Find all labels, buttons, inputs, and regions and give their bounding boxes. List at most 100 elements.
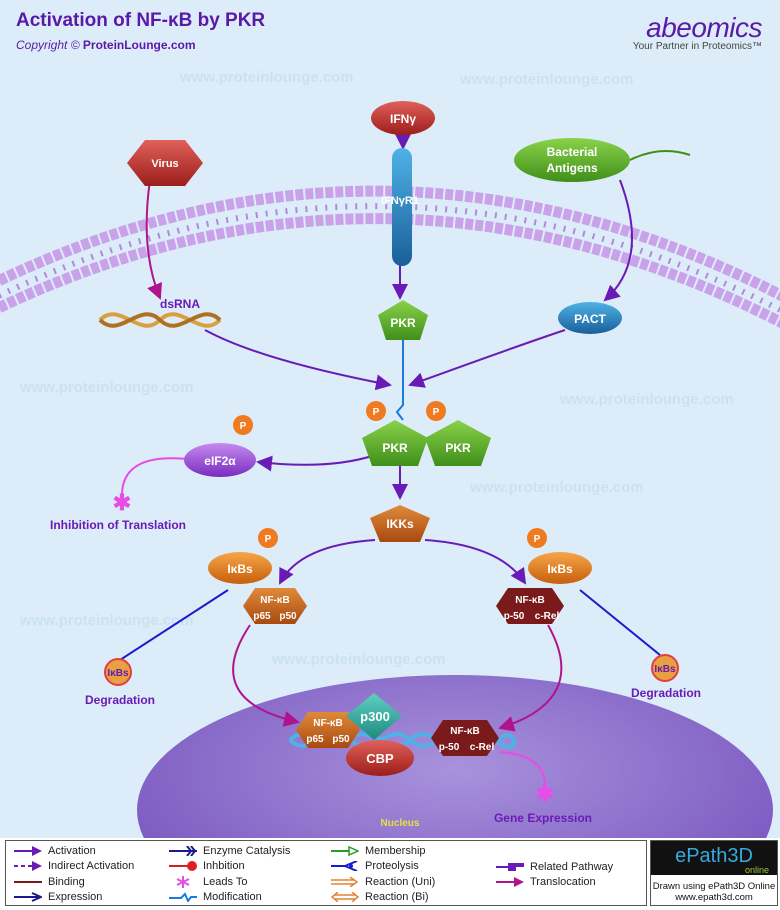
pkr-phosphorylated-a[interactable]: PKR bbox=[362, 420, 428, 466]
legend-label: Leads To bbox=[203, 875, 248, 888]
legend-label: Proteolysis bbox=[365, 860, 419, 873]
legend-reaction-uni: Reaction (Uni) bbox=[331, 874, 435, 890]
epath3d-url[interactable]: www.epath3d.com bbox=[675, 892, 753, 903]
legend-label: Modification bbox=[203, 891, 262, 904]
svg-text:IκBs: IκBs bbox=[547, 562, 573, 576]
proteolysis-left bbox=[119, 589, 229, 661]
legend-label: Inhbition bbox=[203, 860, 245, 873]
legend-expression: Expression bbox=[14, 890, 134, 906]
gene-expression-label: Gene Expression bbox=[494, 811, 592, 825]
svg-text:c-Rel: c-Rel bbox=[535, 611, 560, 622]
legend-proteolysis: Proteolysis bbox=[331, 859, 435, 875]
svg-text:www.proteinlounge.com: www.proteinlounge.com bbox=[19, 612, 194, 629]
translocation-left bbox=[232, 624, 300, 727]
legend-enzyme-catalysis: Enzyme Catalysis bbox=[169, 843, 290, 859]
legend-inhibition: Inhbition bbox=[169, 859, 290, 875]
epath3d-logo-text: ePath3D bbox=[675, 845, 753, 867]
pact-node[interactable]: PACT bbox=[558, 302, 622, 334]
pkr-phosphorylated-b[interactable]: PKR bbox=[425, 420, 491, 466]
svg-text:IFNγ: IFNγ bbox=[390, 112, 416, 126]
svg-text:Antigens: Antigens bbox=[546, 161, 598, 175]
leads-to-icon bbox=[176, 875, 190, 888]
legend-leads-to: Leads To bbox=[169, 874, 290, 890]
abeomics-logo: abeomics bbox=[646, 12, 762, 43]
arrow-pact-pkr bbox=[408, 329, 566, 388]
epath3d-credit: Drawn using ePath3D Online bbox=[652, 881, 776, 892]
svg-text:p-50: p-50 bbox=[504, 611, 525, 622]
reaction-bi-icon bbox=[331, 892, 359, 903]
pathway-diagram: www.proteinlounge.com www.proteinlounge.… bbox=[0, 0, 780, 838]
svg-text:p300: p300 bbox=[360, 709, 390, 724]
svg-text:www.proteinlounge.com: www.proteinlounge.com bbox=[469, 479, 644, 496]
nfkb-nuclear-right[interactable]: NF-κB p-50 c-Rel bbox=[431, 720, 499, 756]
proteolysis-scissors-icon bbox=[331, 861, 358, 872]
svg-text:Degradation: Degradation bbox=[631, 686, 701, 700]
eif2a-node[interactable]: eIF2α bbox=[184, 443, 256, 477]
arrow-ikks-nfkb-left bbox=[279, 539, 376, 585]
leads-to-inhibition bbox=[120, 457, 196, 499]
copyright-prefix: Copyright © bbox=[16, 38, 80, 52]
svg-text:CBP: CBP bbox=[366, 751, 394, 766]
proteolysis-right bbox=[579, 589, 661, 656]
svg-text:Bacterial: Bacterial bbox=[547, 145, 598, 159]
legend-label: Expression bbox=[48, 891, 103, 904]
legend-translocation: Translocation bbox=[496, 875, 613, 891]
svg-text:dsRNA: dsRNA bbox=[160, 297, 200, 311]
degradation-right: IκBs Degradation bbox=[631, 654, 701, 700]
svg-text:IFNγR1: IFNγR1 bbox=[381, 195, 419, 207]
membership-arrow-icon bbox=[331, 845, 359, 856]
svg-text:eIF2α: eIF2α bbox=[204, 454, 236, 468]
arrow-ikks-nfkb-right bbox=[424, 539, 527, 585]
arrow-bacteria-pact bbox=[603, 179, 633, 302]
inhibition-icon bbox=[169, 861, 197, 872]
svg-text:NF-κB: NF-κB bbox=[260, 595, 289, 606]
legend-label: Binding bbox=[48, 875, 85, 888]
leads-to-icon: ✱ bbox=[536, 781, 554, 806]
svg-text:www.proteinlounge.com: www.proteinlounge.com bbox=[559, 391, 734, 408]
svg-text:PKR: PKR bbox=[390, 316, 416, 330]
ikbs-left-node[interactable]: IκBs bbox=[208, 552, 272, 584]
legend-related-pathway: Related Pathway bbox=[496, 859, 613, 875]
modification-pkr bbox=[395, 340, 404, 421]
page-title: Activation of NF-κB by PKR bbox=[16, 10, 266, 31]
cbp-node[interactable]: CBP bbox=[346, 740, 414, 776]
ifng-node[interactable]: IFNγ bbox=[371, 101, 435, 135]
legend: Activation Indirect Activation Binding E… bbox=[5, 840, 647, 906]
arrow-dsrna-pkr bbox=[204, 329, 392, 391]
nfkb-p50-crel-right[interactable]: NF-κB p-50 c-Rel bbox=[496, 588, 564, 624]
svg-text:www.proteinlounge.com: www.proteinlounge.com bbox=[19, 379, 194, 396]
legend-col-1: Activation Indirect Activation Binding E… bbox=[14, 843, 134, 905]
reaction-uni-icon bbox=[331, 876, 359, 887]
svg-text:P: P bbox=[240, 421, 247, 432]
nfkb-p65-p50-left[interactable]: NF-κB p65 p50 bbox=[243, 588, 307, 624]
svg-text:c-Rel: c-Rel bbox=[470, 742, 495, 753]
svg-text:IκBs: IκBs bbox=[107, 668, 129, 679]
ikks-node[interactable]: IKKs bbox=[370, 505, 430, 542]
virus-node[interactable]: Virus bbox=[127, 140, 203, 186]
legend-reaction-bi: Reaction (Bi) bbox=[331, 890, 435, 906]
dsrna-node[interactable]: dsRNA bbox=[98, 297, 222, 328]
legend-col-3: Membership Proteolysis Reaction (Uni) Re… bbox=[331, 843, 435, 905]
p300-node[interactable]: p300 bbox=[346, 693, 402, 740]
degradation-left: IκBs Degradation bbox=[85, 658, 155, 707]
legend-col-4: Related Pathway Translocation bbox=[496, 859, 613, 890]
ikbs-right-node[interactable]: IκBs bbox=[528, 552, 592, 584]
svg-text:P: P bbox=[373, 407, 380, 418]
svg-text:Virus: Virus bbox=[151, 158, 178, 170]
pkr-node[interactable]: PKR bbox=[378, 300, 428, 340]
arrow-pkr-eif2a bbox=[256, 454, 376, 472]
translocation-right bbox=[498, 624, 563, 732]
nfkb-nuclear-left[interactable]: NF-κB p65 p50 bbox=[296, 712, 360, 748]
related-pathway-icon bbox=[496, 862, 524, 871]
copyright: Copyright © ProteinLounge.com bbox=[16, 38, 196, 52]
legend-label: Related Pathway bbox=[530, 860, 614, 873]
ifngr1-receptor[interactable]: IFNγR1 bbox=[381, 148, 419, 266]
svg-text:www.proteinlounge.com: www.proteinlounge.com bbox=[271, 651, 446, 668]
nucleus-label: Nucleus bbox=[381, 818, 420, 829]
epath3d-logo-sub: online bbox=[744, 865, 769, 875]
bacterial-antigens-node[interactable]: Bacterial Antigens bbox=[514, 138, 691, 182]
copyright-site[interactable]: ProteinLounge.com bbox=[82, 38, 196, 52]
binding-line-icon bbox=[14, 880, 42, 883]
